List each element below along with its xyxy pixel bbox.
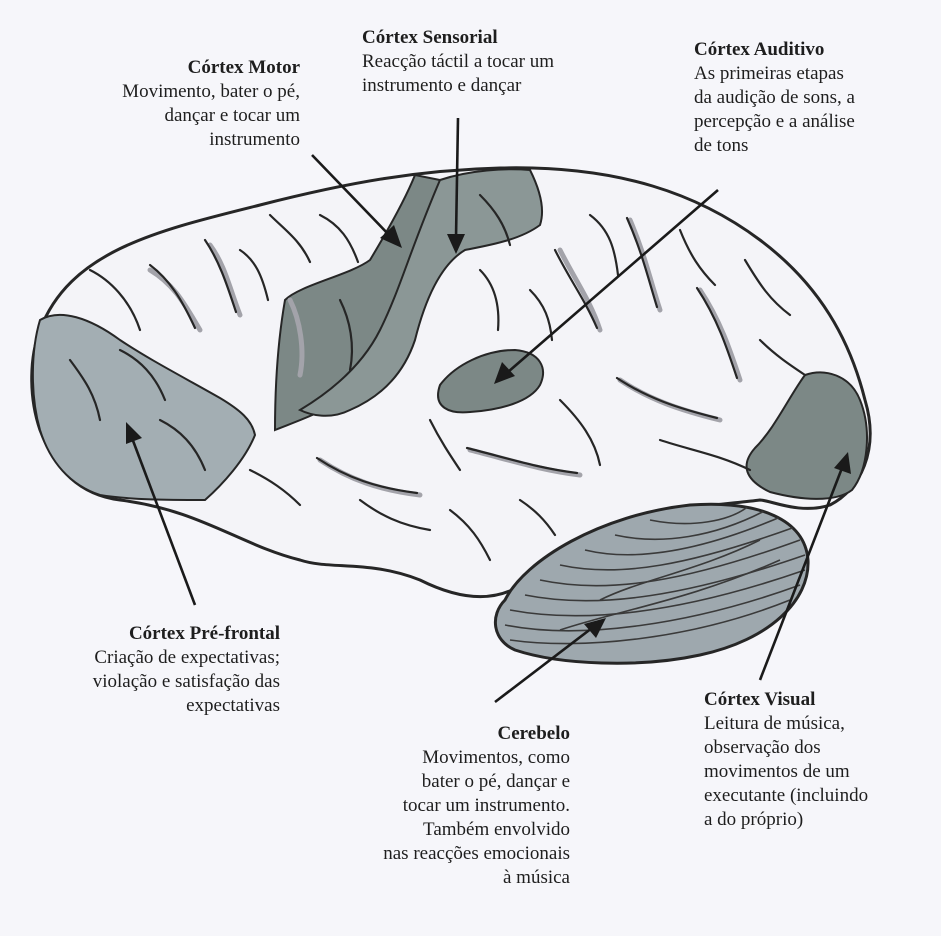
visual-title: Córtex Visual [704, 688, 934, 712]
cerebelo-line-5: nas reacções emocionais [300, 842, 570, 866]
label-sensory-cortex: Córtex Sensorial Reacção táctil a tocar … [362, 26, 632, 98]
auditivo-line-4: de tons [694, 134, 924, 158]
sensorial-line-1: Reacção táctil a tocar um [362, 50, 632, 74]
sensorial-line-2: instrumento e dançar [362, 74, 632, 98]
prefrontal-line-1: Criação de expectativas; [14, 646, 280, 670]
auditivo-line-3: percepção e a análise [694, 110, 924, 134]
cerebelo-line-1: Movimentos, como [300, 746, 570, 770]
auditivo-line-1: As primeiras etapas [694, 62, 924, 86]
cerebelo-title: Cerebelo [300, 722, 570, 746]
prefrontal-line-3: expectativas [14, 694, 280, 718]
motor-line-2: dançar e tocar um [20, 104, 300, 128]
auditivo-title: Córtex Auditivo [694, 38, 924, 62]
label-cerebellum: Cerebelo Movimentos, como bater o pé, da… [300, 722, 570, 890]
visual-line-5: a do próprio) [704, 808, 934, 832]
label-visual-cortex: Córtex Visual Leitura de música, observa… [704, 688, 934, 832]
visual-line-4: executante (incluindo [704, 784, 934, 808]
motor-line-1: Movimento, bater o pé, [20, 80, 300, 104]
prefrontal-title: Córtex Pré-frontal [14, 622, 280, 646]
visual-line-1: Leitura de música, [704, 712, 934, 736]
sensorial-title: Córtex Sensorial [362, 26, 632, 50]
cerebelo-line-4: Também envolvido [300, 818, 570, 842]
auditivo-line-2: da audição de sons, a [694, 86, 924, 110]
prefrontal-line-2: violação e satisfação das [14, 670, 280, 694]
label-motor-cortex: Córtex Motor Movimento, bater o pé, danç… [20, 56, 300, 152]
motor-title: Córtex Motor [20, 56, 300, 80]
cerebelo-line-6: à música [300, 866, 570, 890]
cerebelo-line-3: tocar um instrumento. [300, 794, 570, 818]
label-prefrontal-cortex: Córtex Pré-frontal Criação de expectativ… [14, 622, 280, 718]
visual-line-2: observação dos [704, 736, 934, 760]
label-auditory-cortex: Córtex Auditivo As primeiras etapas da a… [694, 38, 924, 158]
cerebelo-line-2: bater o pé, dançar e [300, 770, 570, 794]
visual-line-3: movimentos de um [704, 760, 934, 784]
motor-line-3: instrumento [20, 128, 300, 152]
